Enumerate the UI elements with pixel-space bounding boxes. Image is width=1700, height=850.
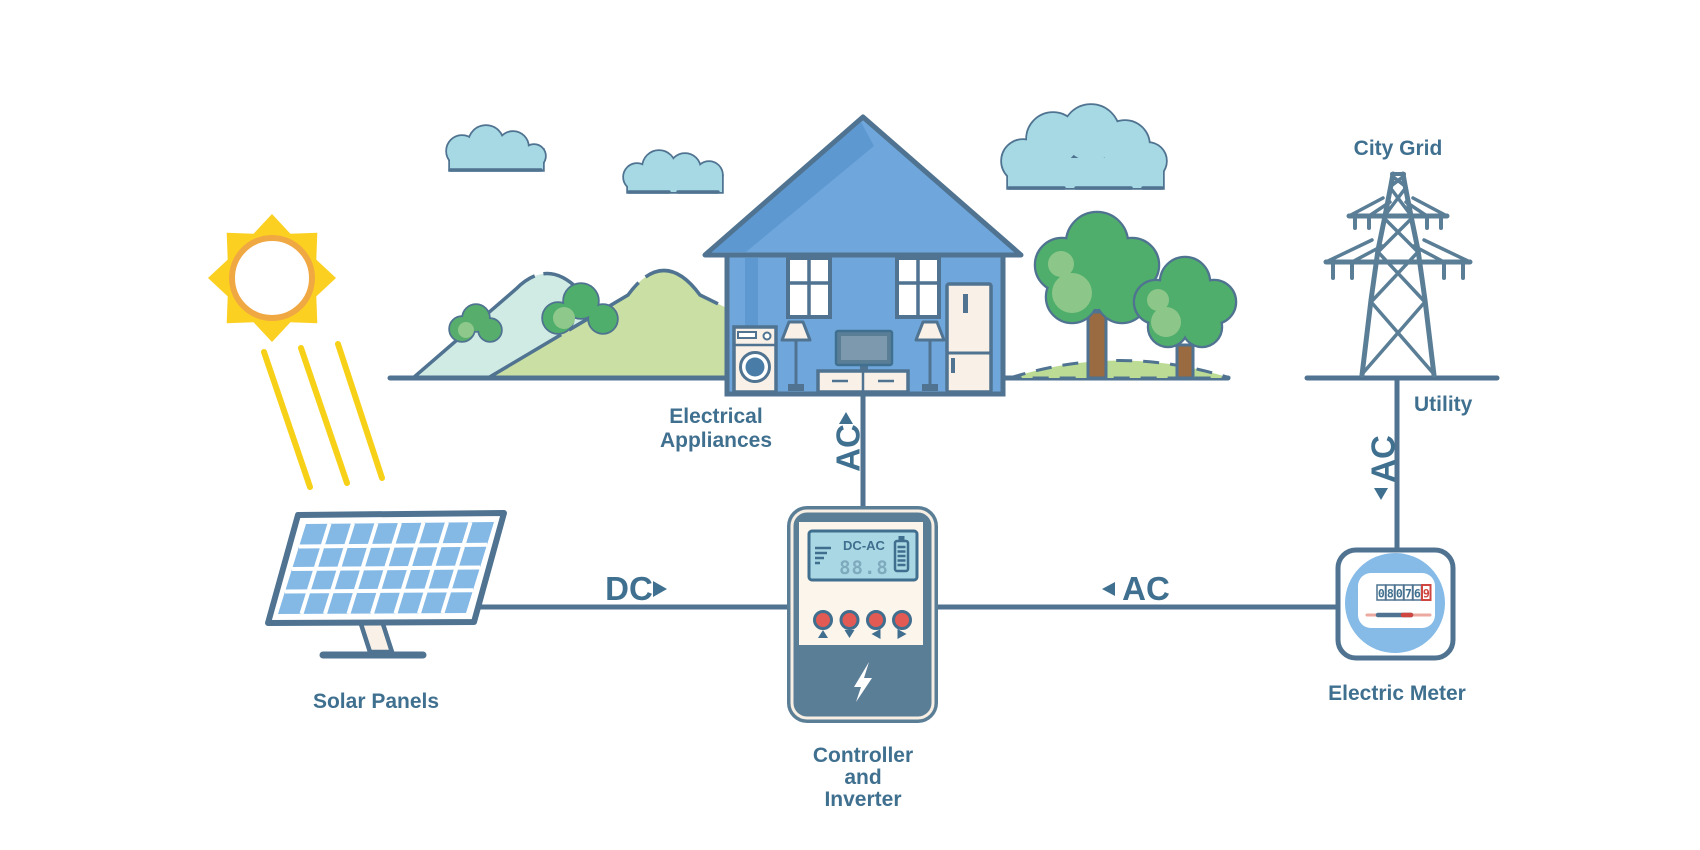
window-left	[786, 256, 832, 319]
signal-bars-icon	[815, 546, 831, 565]
ac-mid-flow-label: AC	[1102, 570, 1170, 607]
tree-large-icon	[1036, 213, 1158, 380]
cloud-middle-icon	[622, 149, 724, 194]
svg-text:Inverter: Inverter	[824, 788, 901, 811]
utility-label: Utility	[1414, 393, 1473, 416]
battery-icon	[893, 536, 910, 573]
sun-icon	[208, 214, 385, 490]
electric-meter-label: Electric Meter	[1328, 682, 1466, 705]
house	[702, 114, 1024, 397]
tv-cabinet-icon	[816, 369, 910, 394]
electrical-appliances-label: Electrical Appliances	[660, 405, 772, 452]
svg-text:0: 0	[1396, 587, 1403, 601]
bush-small-icon	[448, 303, 503, 343]
sun-core	[229, 235, 315, 321]
arrow-right-icon	[653, 581, 667, 597]
controller-inner-ring	[790, 509, 935, 720]
svg-text:7: 7	[1405, 587, 1412, 601]
dc-text: DC	[605, 570, 653, 607]
svg-text:6: 6	[1414, 587, 1421, 601]
cloud-left-icon	[445, 124, 547, 172]
house-roof-shade	[712, 122, 874, 252]
power-lines	[472, 378, 1400, 610]
ac-grid-flow-label: AC	[1365, 435, 1402, 500]
city-grid-label: City Grid	[1354, 137, 1443, 160]
panel-stand-leg	[357, 618, 395, 655]
triangle-left-icon	[871, 629, 881, 639]
triangle-up-icon	[818, 630, 828, 638]
bush-large-icon	[541, 282, 619, 335]
svg-text:8: 8	[1387, 587, 1394, 601]
panel-grid-lines	[284, 521, 488, 615]
arrow-left-icon	[1102, 582, 1115, 596]
controller-inverter: DC-AC 88.8	[787, 506, 938, 723]
button-up[interactable]	[813, 610, 833, 630]
arrow-down-icon	[1374, 488, 1388, 500]
solar-panels-label: Solar Panels	[313, 690, 439, 713]
button-down[interactable]	[839, 610, 860, 630]
tree-small-icon	[1135, 258, 1235, 380]
cloud-right-icon	[1000, 103, 1168, 190]
controller-label: Controller and Inverter	[813, 744, 913, 811]
solar-panel	[265, 510, 507, 659]
controller-buttons[interactable]	[813, 610, 912, 640]
svg-text:Appliances: Appliances	[660, 429, 772, 452]
dc-flow-label: DC	[605, 570, 667, 607]
triangle-right-icon	[897, 629, 907, 639]
transmission-tower-icon	[1323, 171, 1473, 378]
svg-text:Electrical: Electrical	[669, 405, 762, 428]
fridge-icon	[945, 282, 993, 394]
tv-icon	[834, 329, 894, 372]
ac-mid-text: AC	[1122, 570, 1170, 607]
window-right	[895, 256, 941, 319]
hill-mound	[1009, 359, 1231, 380]
button-right[interactable]	[892, 610, 912, 630]
svg-text:Controller: Controller	[813, 744, 913, 767]
controller-lcd	[807, 529, 919, 582]
svg-text:9: 9	[1423, 587, 1430, 601]
triangle-down-icon	[844, 630, 855, 638]
svg-text:and: and	[844, 766, 881, 789]
ac-house-flow-label: AC	[830, 412, 867, 472]
lcd-mode-text: DC-AC	[843, 538, 885, 553]
button-left[interactable]	[866, 610, 886, 630]
washing-machine-icon	[732, 325, 778, 394]
ac-house-text: AC	[830, 424, 867, 472]
ac-grid-text: AC	[1365, 435, 1402, 483]
floor-lamp-right-icon	[914, 320, 946, 391]
electric-meter: 0 8 0 7 6 9	[1335, 547, 1456, 661]
lcd-value-text: 88.8	[839, 557, 889, 579]
sun-rays-icon	[261, 341, 385, 490]
meter-counter: 0 8 0 7 6 9	[1376, 584, 1432, 601]
lightning-bolt-icon	[854, 662, 872, 702]
floor-lamp-left-icon	[780, 320, 812, 391]
arrow-up-icon	[839, 412, 853, 424]
svg-text:0: 0	[1378, 587, 1385, 601]
